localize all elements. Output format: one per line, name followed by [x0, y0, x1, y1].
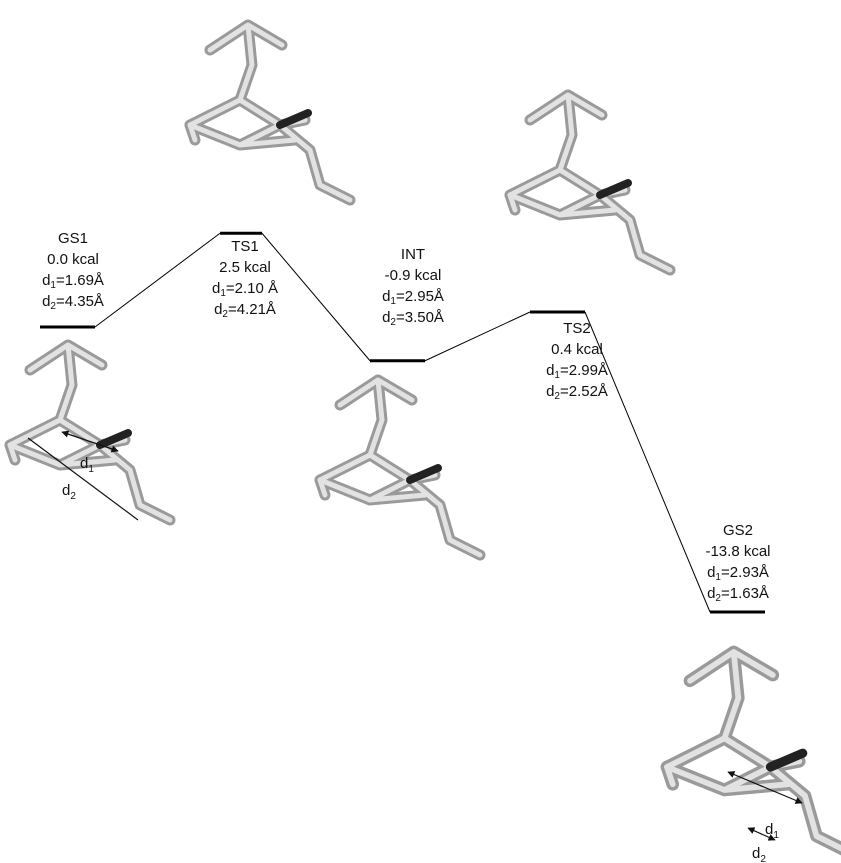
label-gs1: GS1 0.0 kcal d1=1.69Å d2=4.35Å [23, 228, 123, 312]
state-d2: d2=3.50Å [382, 309, 444, 328]
state-name: TS2 [563, 320, 591, 337]
state-name: INT [400, 246, 426, 263]
gs1-d2-label: d2 [62, 482, 76, 502]
structure-ts1 [190, 25, 350, 200]
label-ts1: TS1 2.5 kcal d1=2.10 Å d2=4.21Å [190, 236, 300, 320]
gs1-d1-label: d1 [80, 455, 94, 475]
label-ts2: TS2 0.4 kcal d1=2.99Å d2=2.52Å [522, 318, 632, 402]
structure-ts2 [510, 95, 670, 270]
label-int: INT -0.9 kcal d1=2.95Å d2=3.50Å [358, 244, 468, 328]
state-energy: -13.8 kcal [705, 543, 771, 560]
state-name: TS1 [231, 238, 259, 255]
state-d1: d1=1.69Å [42, 272, 104, 291]
state-energy: 0.4 kcal [551, 341, 603, 358]
state-d2: d2=2.52Å [546, 383, 608, 402]
gs2-d2-label: d2 [752, 845, 766, 863]
state-energy: 2.5 kcal [219, 259, 271, 276]
gs1-d2-line [27, 437, 139, 521]
state-name: GS2 [722, 522, 753, 539]
structure-int [320, 380, 480, 555]
label-gs2: GS2 -13.8 kcal d1=2.93Å d2=1.63Å [683, 520, 793, 604]
connector-int-ts2 [424, 311, 531, 362]
state-d1: d1=2.99Å [546, 362, 608, 381]
gs1-d1-arrow [61, 430, 119, 453]
state-energy: 0.0 kcal [47, 251, 99, 268]
gs2-d1-label: d1 [765, 821, 779, 841]
connector-ts1-int [261, 232, 371, 362]
energy-connectors [94, 232, 711, 613]
connector-ts2-gs2 [584, 311, 711, 613]
state-d2: d2=1.63Å [707, 585, 769, 604]
energy-levels [40, 231, 765, 614]
state-energy: -0.9 kcal [384, 267, 442, 284]
structure-gs1 [10, 345, 170, 520]
state-d2: d2=4.35Å [42, 293, 104, 312]
gs2-d1-arrow [727, 771, 803, 804]
state-d1: d1=2.10 Å [211, 280, 279, 299]
state-name: GS1 [57, 230, 88, 247]
state-d1: d1=2.95Å [382, 288, 444, 307]
structure-gs2 [667, 652, 841, 853]
state-d1: d1=2.93Å [707, 564, 769, 583]
state-d2: d2=4.21Å [214, 301, 276, 320]
gs2-d2-arrow [747, 827, 776, 841]
connector-gs1-ts1 [94, 232, 221, 328]
